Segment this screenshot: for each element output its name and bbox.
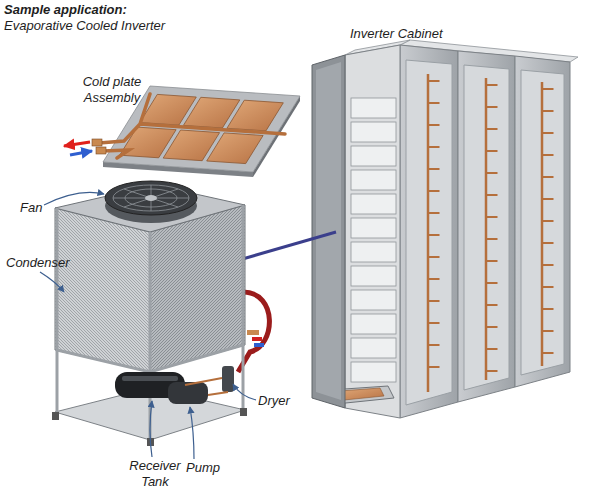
copper-pipe: [185, 378, 228, 395]
cabinet-door: [312, 55, 345, 408]
title: Sample application:: [4, 2, 224, 18]
fitting: [92, 139, 102, 146]
cabinet-panel: [400, 45, 458, 418]
manifold: [428, 74, 548, 392]
door-face: [316, 62, 341, 400]
subtitle: Evaporative Cooled Inverter: [4, 18, 244, 34]
part-label: Cold plate Assembly: [72, 74, 152, 106]
drawer-plate: [340, 388, 384, 400]
frame: [57, 205, 243, 440]
leader-line: [150, 401, 152, 457]
foot: [240, 408, 247, 416]
leader-line: [233, 384, 256, 400]
fan-hub: [145, 195, 157, 201]
part-label: Inverter Cabinet: [350, 26, 470, 42]
cabinet-open: [345, 45, 400, 418]
flow-arrow-out: [64, 142, 90, 146]
cabinet-panel: [515, 56, 570, 387]
fan: [105, 181, 197, 215]
tank-highlight: [122, 376, 178, 381]
hose: [232, 232, 336, 262]
fitting: [247, 330, 259, 335]
leader-lines: [40, 192, 256, 459]
cabinet-inner: [521, 70, 564, 375]
cabinet-panel: [458, 51, 515, 402]
fan-guard: [113, 185, 189, 211]
leader-line: [44, 192, 104, 205]
cabinet-inner: [406, 60, 452, 405]
dryer: [222, 366, 234, 392]
drawers: [351, 98, 396, 382]
condenser-coil: [150, 205, 245, 372]
fitting: [96, 147, 106, 154]
leader-line: [190, 407, 194, 459]
callout-label: Pump: [186, 460, 236, 476]
condenser-unit: [52, 181, 247, 446]
fitting: [252, 337, 262, 341]
condenser-coil: [55, 208, 150, 372]
cabinet-inner: [464, 65, 509, 390]
callout-label: Dryer: [258, 393, 308, 409]
fan-guard: [113, 185, 189, 211]
fitting: [254, 343, 264, 347]
flow-arrow-in: [70, 151, 92, 155]
callout-label: Receiver Tank: [125, 458, 185, 490]
foot: [52, 412, 59, 420]
leader-line: [40, 272, 64, 292]
inverter-cabinet: [312, 40, 578, 418]
callout-label: Fan: [20, 200, 60, 216]
callout-label: Condenser: [6, 255, 86, 271]
